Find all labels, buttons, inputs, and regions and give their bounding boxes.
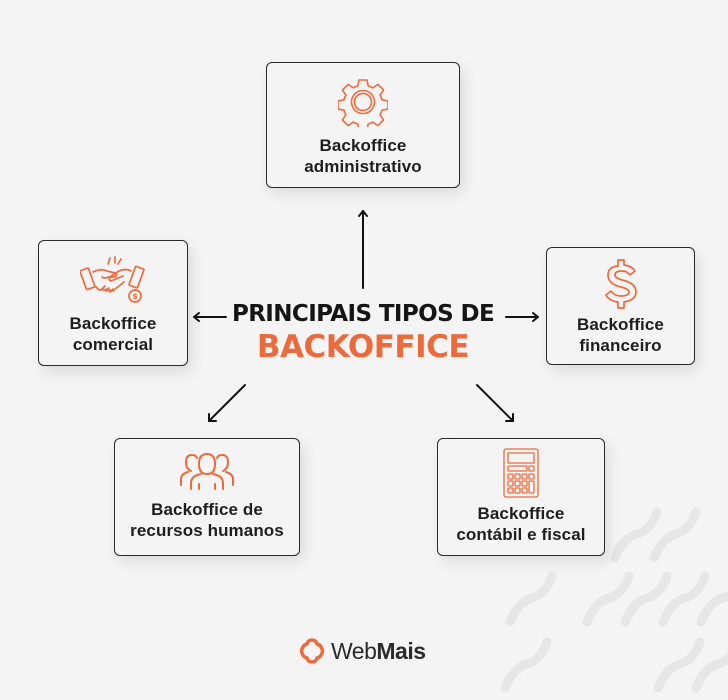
card-label-line1: Backoffice — [319, 136, 407, 155]
dollar-sign-icon — [604, 259, 637, 309]
people-group-icon — [180, 453, 234, 490]
card-label-line2: recursos humanos — [130, 521, 284, 540]
card-backoffice-financeiro: Backoffice financeiro — [546, 247, 695, 365]
diagram-title: PRINCIPAIS TIPOS DE BACKOFFICE — [215, 300, 511, 366]
title-line1: PRINCIPAIS TIPOS DE — [231, 301, 495, 327]
arrow-left-icon — [193, 312, 227, 322]
logo-text-mais: Mais — [376, 637, 426, 664]
card-label-line1: Backoffice — [69, 314, 157, 333]
card-label-line2: financeiro — [579, 336, 662, 355]
calculator-icon — [503, 448, 539, 498]
card-label-line1: Backoffice — [577, 315, 664, 334]
webmais-logo-icon — [299, 638, 325, 664]
handshake-icon: $ — [80, 256, 145, 303]
webmais-logo: WebMais — [298, 636, 426, 666]
card-label-line1: Backoffice de — [151, 500, 263, 519]
gear-icon — [338, 79, 388, 127]
card-backoffice-administrativo: Backoffice administrativo — [266, 62, 460, 188]
card-backoffice-contabil-fiscal: Backoffice contábil e fiscal — [437, 438, 605, 556]
arrow-right-icon — [505, 312, 539, 322]
card-backoffice-recursos-humanos: Backoffice de recursos humanos — [114, 438, 300, 556]
logo-text-web: Web — [331, 637, 377, 664]
title-line2: BACKOFFICE — [256, 329, 470, 365]
card-backoffice-comercial: $ Backoffice comercial — [38, 240, 188, 366]
arrow-down-right-icon — [476, 384, 514, 422]
card-label-line2: comercial — [72, 335, 154, 354]
arrow-down-left-icon — [208, 384, 246, 422]
card-label-line2: administrativo — [304, 157, 422, 176]
card-label-line1: Backoffice — [477, 504, 565, 523]
svg-text:$: $ — [132, 292, 138, 301]
card-label-line2: contábil e fiscal — [456, 525, 586, 544]
arrow-up-icon — [358, 210, 368, 289]
